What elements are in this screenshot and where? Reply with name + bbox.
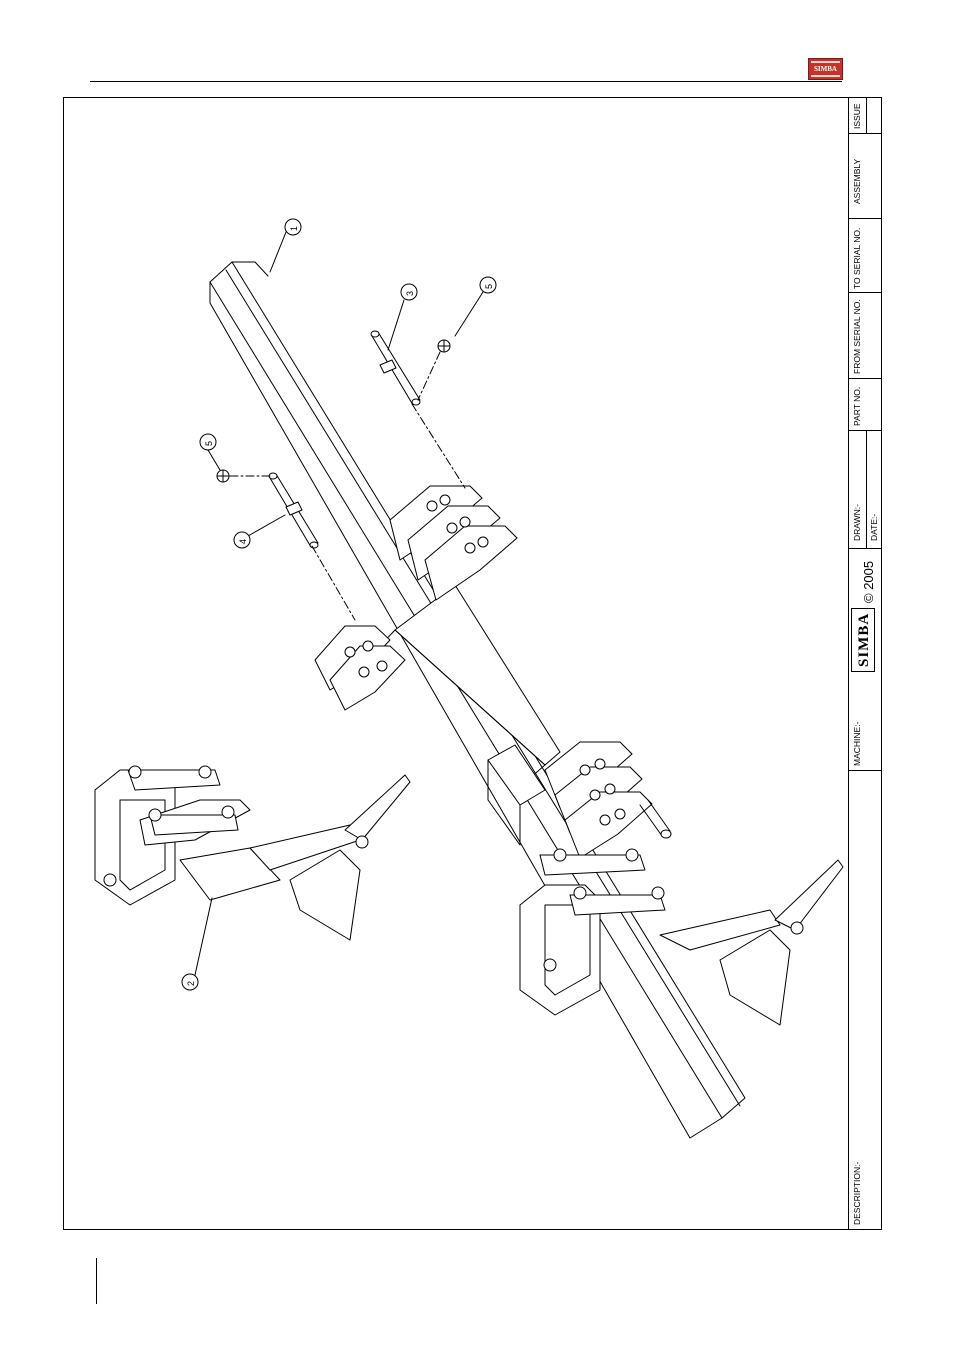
callout-number: 1 xyxy=(289,226,299,231)
linch-pin-5b xyxy=(217,470,229,482)
pin-4 xyxy=(269,473,318,548)
leg-assembly-left xyxy=(95,766,410,940)
callout-number: 3 xyxy=(405,291,415,296)
diagonal-brace xyxy=(378,585,560,778)
middle-bracket-plates xyxy=(315,626,405,710)
callout-number: 5 xyxy=(484,284,494,289)
callout-number: 2 xyxy=(186,981,196,986)
drawing-lines xyxy=(95,232,843,1138)
callout-number: 4 xyxy=(238,539,248,544)
linch-pin-5a xyxy=(438,340,450,352)
pin-3 xyxy=(371,331,420,405)
callout-number: 5 xyxy=(204,441,214,446)
